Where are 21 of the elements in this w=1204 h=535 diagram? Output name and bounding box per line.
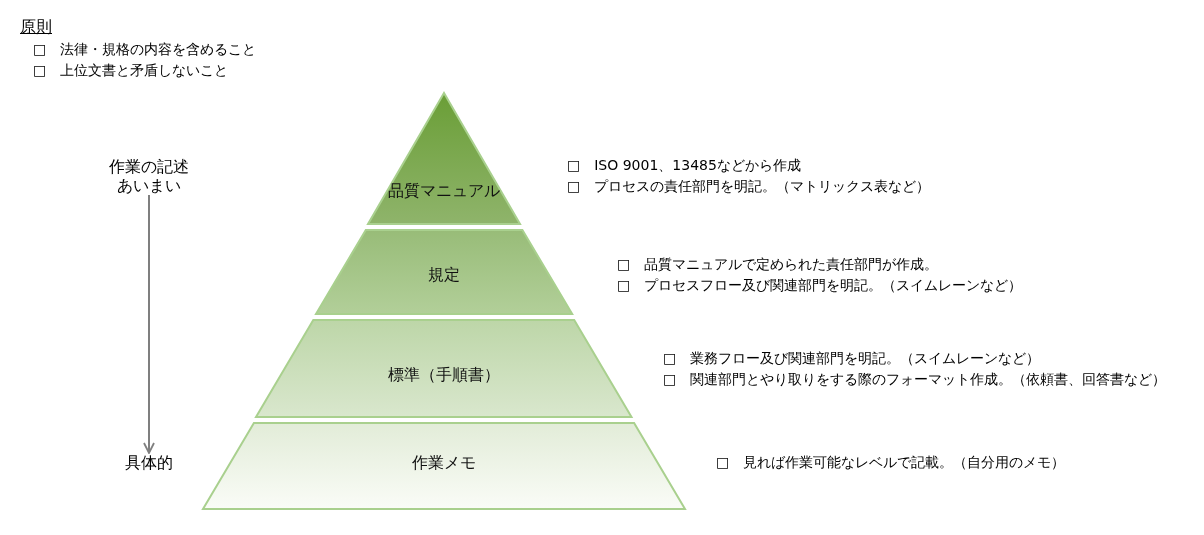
level-title: 作業メモ (412, 452, 476, 474)
checklist-item: □ 品質マニュアルで定められた責任部門が作成。 (617, 255, 939, 274)
level-title: 規定 (428, 264, 460, 286)
pyramid-level (255, 319, 633, 418)
level-title: 標準（手順書） (388, 364, 500, 386)
section-heading: 原則 (20, 17, 52, 37)
checklist-item: □ 見れば作業可能なレベルで記載。（自分用のメモ） (716, 453, 1066, 472)
checklist-item: □ 業務フロー及び関連部門を明記。（スイムレーンなど） (663, 349, 1041, 368)
checklist-item: □ 関連部門とやり取りをする際のフォーマット作成。（依頼書、回答書など） (663, 370, 1167, 389)
arrow (143, 194, 155, 454)
pyramid-level (202, 422, 686, 510)
checklist-item: □ 法律・規格の内容を含めること (33, 40, 257, 59)
scale-end-label: 具体的 (105, 453, 193, 472)
checklist-item: □ ISO 9001、13485などから作成 (567, 156, 801, 175)
checklist-item: □ プロセスフロー及び関連部門を明記。（スイムレーンなど） (617, 276, 1023, 295)
checklist-item: □ 上位文書と矛盾しないこと (33, 61, 229, 80)
pyramid-level (367, 92, 521, 225)
pyramid-level (314, 229, 574, 315)
level-title: 品質マニュアル (388, 180, 500, 202)
scale-start-label: 作業の記述あいまい (105, 157, 193, 195)
checklist-item: □ プロセスの責任部門を明記。（マトリックス表など） (567, 177, 931, 196)
